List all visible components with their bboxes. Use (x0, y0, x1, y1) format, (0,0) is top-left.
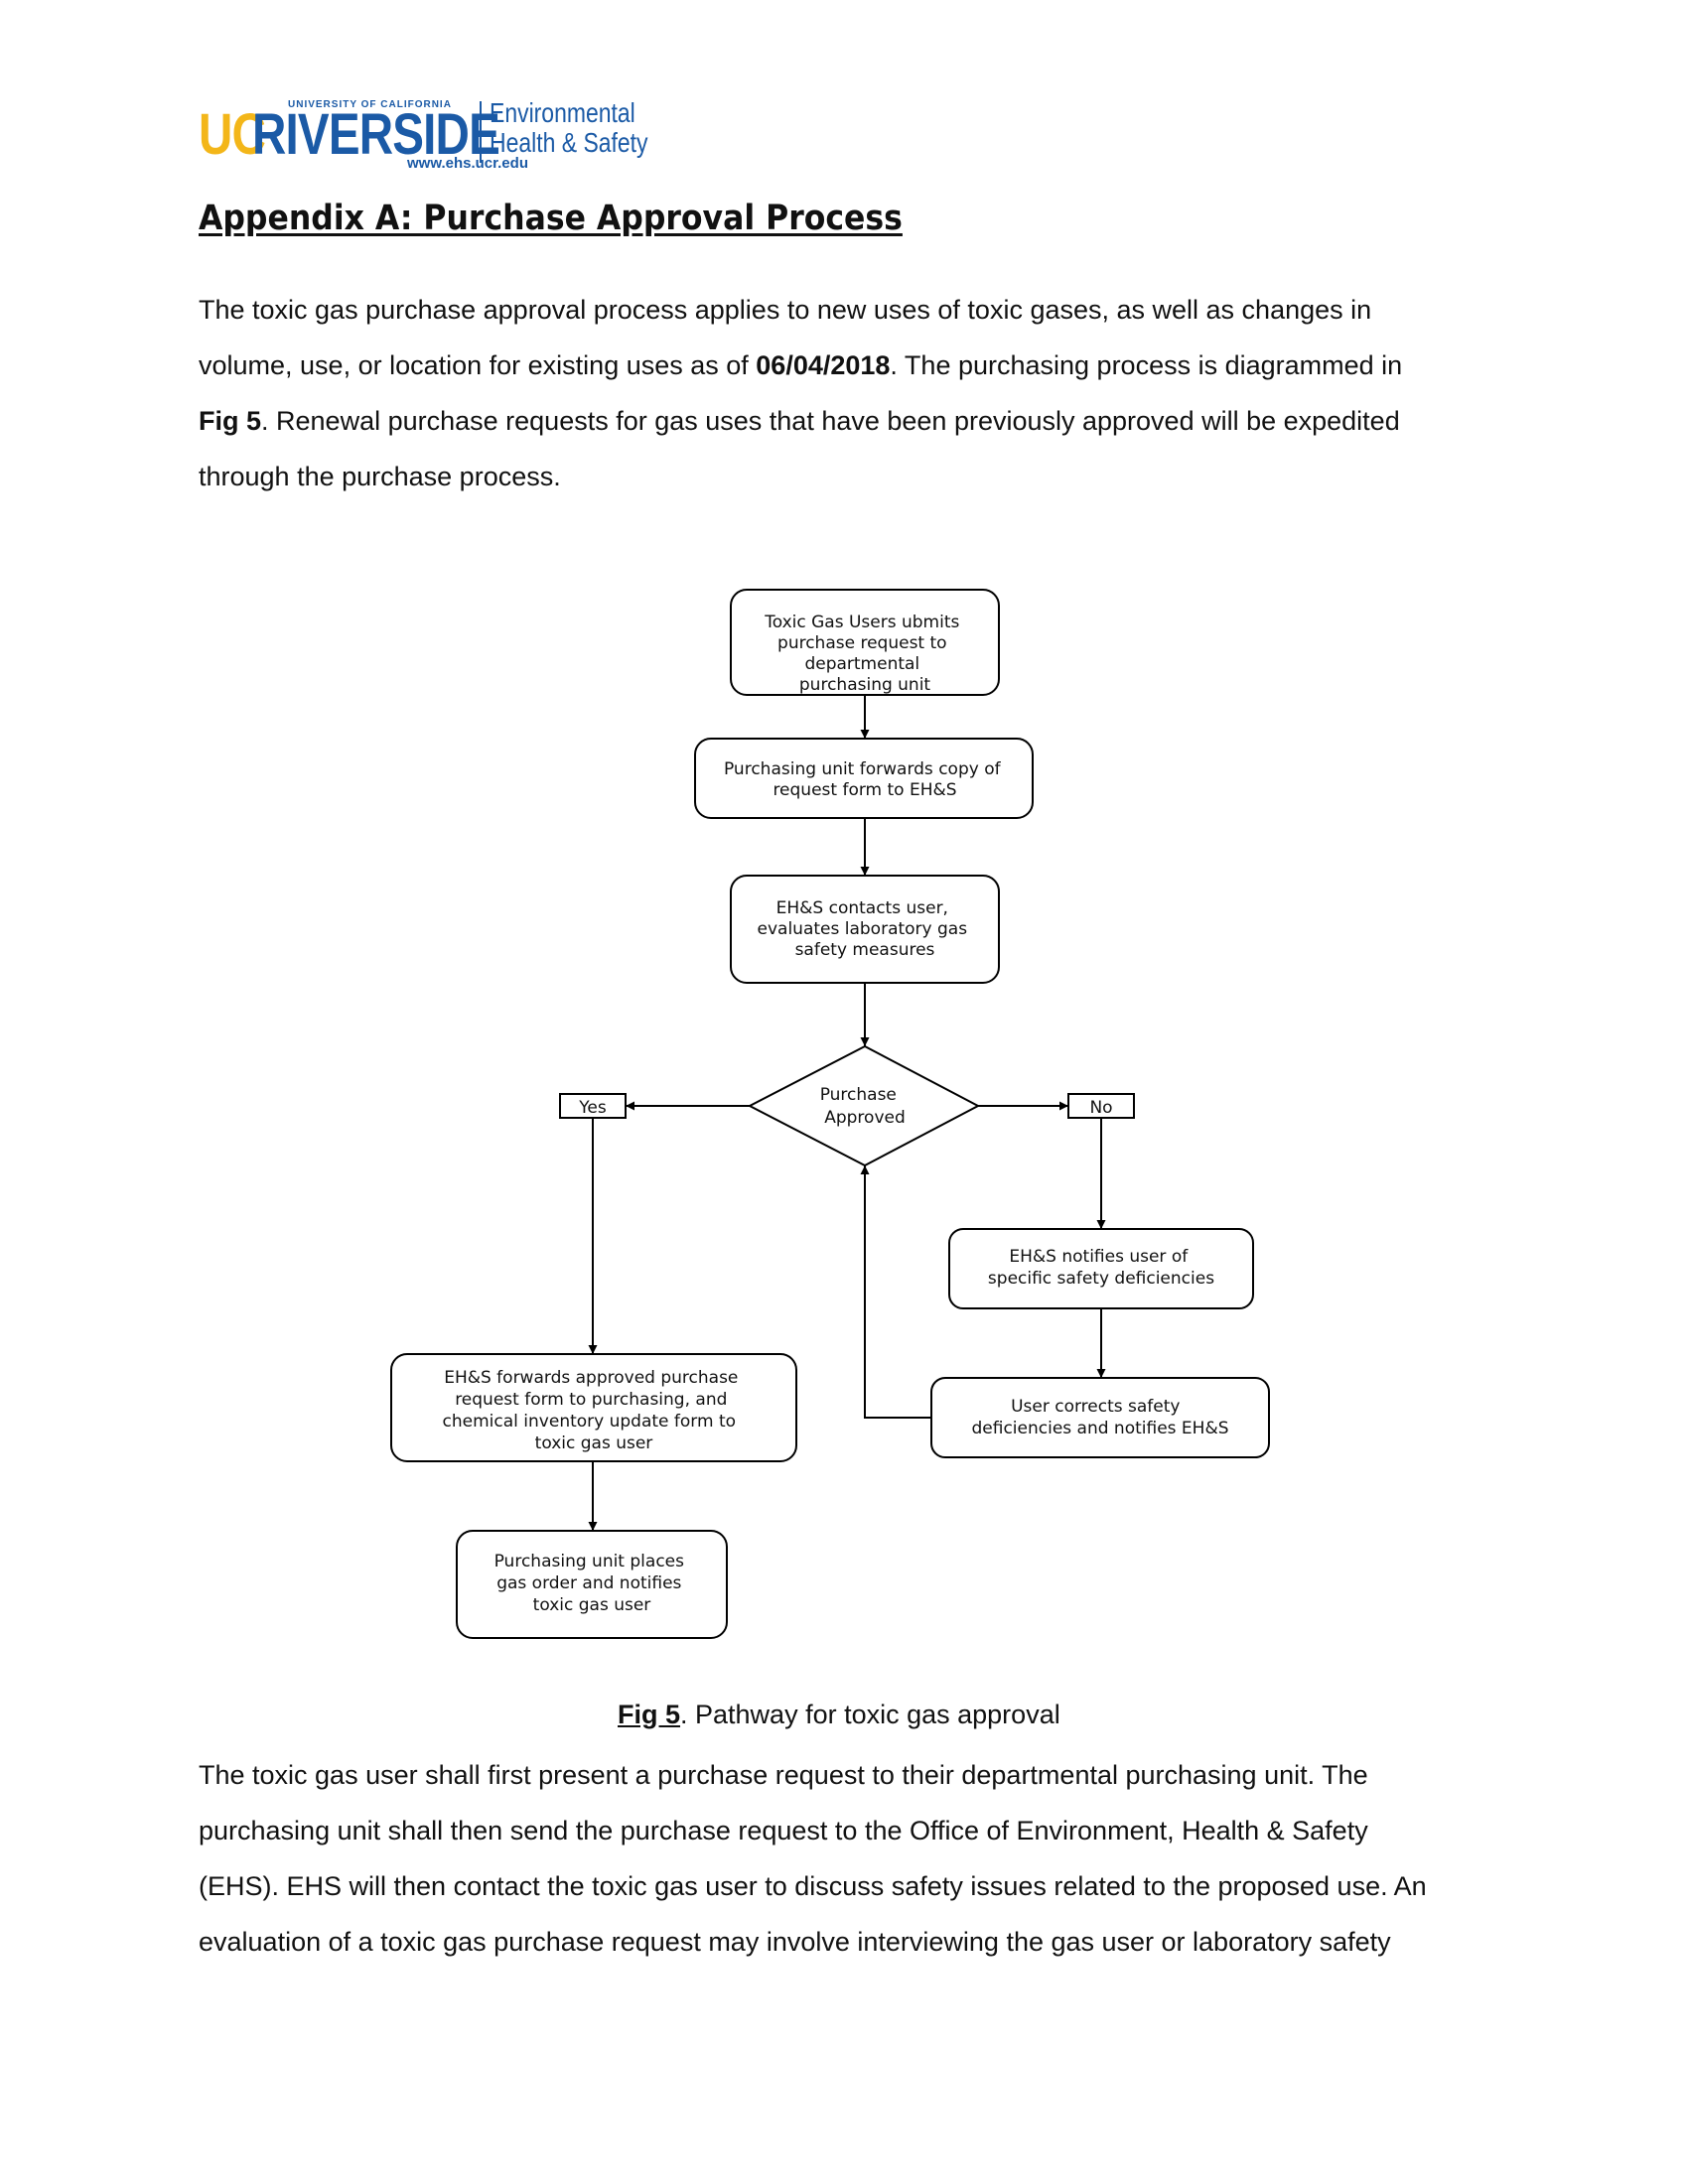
intro-line-1: The toxic gas purchase approval process … (199, 295, 1372, 325)
body-paragraph: The toxic gas user shall first present a… (199, 1747, 1489, 1970)
node-approved-forward-line-2: request form to purchasing, and (455, 1390, 727, 1410)
node-submit-line-3: departmental (804, 654, 919, 674)
node-evaluate-box (730, 875, 1000, 984)
decision-text: Purchase Approved (820, 1085, 906, 1128)
decision-line-1: Purchase (820, 1085, 897, 1105)
intro-line-2-post: . The purchasing process is diagrammed i… (890, 350, 1403, 380)
page-title: Appendix A: Purchase Approval Process (199, 199, 903, 238)
logo-university: UNIVERSITY OF CALIFORNIA (288, 99, 452, 110)
intro-line-2-pre: volume, use, or location for existing us… (199, 350, 757, 380)
intro-line-4: through the purchase process. (199, 462, 561, 491)
node-forward-copy-line-2: request form to EH&S (773, 780, 956, 800)
body-line-4: evaluation of a toxic gas purchase reque… (199, 1927, 1391, 1957)
caption-text: . Pathway for toxic gas approval (680, 1700, 1060, 1729)
node-correct-line-2: deficiencies and notifies EH&S (971, 1419, 1228, 1438)
intro-date: 06/04/2018 (756, 350, 891, 380)
ucr-ehs-logo: UC RIVERSIDE UNIVERSITY OF CALIFORNIA En… (199, 97, 655, 173)
intro-line-3: Fig 5. Renewal purchase requests for gas… (199, 393, 1489, 449)
node-notify-box (948, 1228, 1254, 1309)
node-submit-line-4: purchasing unit (799, 675, 931, 695)
intro-paragraph: The toxic gas purchase approval process … (199, 282, 1489, 504)
node-notify-line-2: specific safety deficiencies (988, 1269, 1214, 1289)
node-place-order-line-3: toxic gas user (533, 1595, 651, 1615)
intro-line-2: volume, use, or location for existing us… (199, 338, 1489, 393)
node-evaluate-line-1: EH&S contacts user, (776, 898, 948, 918)
node-forward-copy-text: Purchasing unit forwards copy of request… (724, 759, 1006, 800)
intro-line-3-post: . Renewal purchase requests for gas uses… (261, 406, 1400, 436)
node-forward-copy-line-1: Purchasing unit forwards copy of (724, 759, 1002, 779)
logo-url: www.ehs.ucr.edu (407, 155, 528, 172)
node-place-order-box (456, 1530, 728, 1639)
logo-dept-line2: Health & Safety (490, 127, 648, 158)
node-evaluate-text: EH&S contacts user, evaluates laboratory… (758, 898, 973, 960)
node-place-order-text: Purchasing unit places gas order and not… (494, 1552, 690, 1615)
node-evaluate-line-3: safety measures (795, 940, 935, 960)
logo-dept-line1: Environmental (490, 97, 635, 128)
logo-uc: UC (199, 102, 266, 167)
node-submit-box (730, 589, 1000, 696)
arrow-correct-to-decision (860, 1165, 931, 1419)
decision-diamond (747, 1044, 981, 1167)
logo-riverside: RIVERSIDE (252, 102, 500, 167)
node-correct-line-1: User corrects safety (1011, 1397, 1180, 1417)
node-submit-text: Toxic Gas Users ubmits purchase request … (764, 613, 965, 695)
no-label-box (1067, 1093, 1135, 1119)
node-approved-forward-line-4: toxic gas user (535, 1433, 653, 1453)
node-approved-forward-box (390, 1353, 797, 1462)
node-forward-copy-box (694, 738, 1034, 819)
figure-caption: Fig 5. Pathway for toxic gas approval (618, 1700, 1060, 1730)
node-notify-line-1: EH&S notifies user of (1009, 1247, 1189, 1267)
yes-label-box (559, 1093, 627, 1119)
body-line-2: purchasing unit shall then send the purc… (199, 1816, 1368, 1845)
yes-label: Yes (578, 1098, 607, 1118)
node-submit-line-1: Toxic Gas Users ubmits (764, 613, 959, 632)
caption-fig-label: Fig 5 (618, 1700, 681, 1729)
node-approved-forward-line-3: chemical inventory update form to (443, 1412, 736, 1432)
body-line-1: The toxic gas user shall first present a… (199, 1760, 1368, 1790)
intro-fig-ref: Fig 5 (199, 406, 262, 436)
node-correct-text: User corrects safety deficiencies and no… (971, 1397, 1228, 1438)
node-approved-forward-text: EH&S forwards approved purchase request … (443, 1368, 744, 1453)
logo-divider (480, 101, 482, 163)
node-place-order-line-2: gas order and notifies (496, 1573, 681, 1593)
decision-line-2: Approved (824, 1108, 906, 1128)
node-evaluate-line-2: evaluates laboratory gas (758, 919, 968, 939)
node-place-order-line-1: Purchasing unit places (494, 1552, 685, 1571)
no-label: No (1089, 1098, 1112, 1118)
node-approved-forward-line-1: EH&S forwards approved purchase (444, 1368, 738, 1388)
node-notify-text: EH&S notifies user of specific safety de… (988, 1247, 1214, 1289)
node-submit-line-2: purchase request to (777, 633, 947, 653)
body-line-3: (EHS). EHS will then contact the toxic g… (199, 1871, 1427, 1901)
node-correct-box (930, 1377, 1270, 1458)
